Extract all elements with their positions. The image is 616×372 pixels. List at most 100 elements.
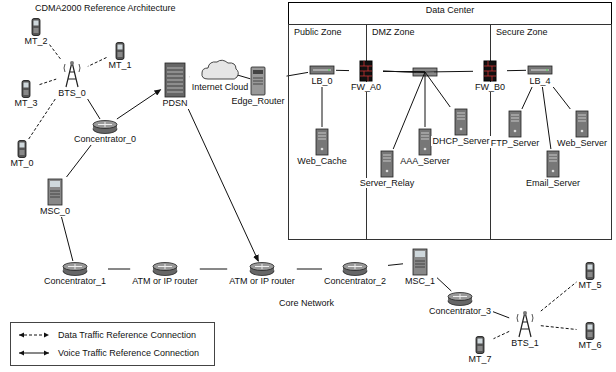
server-icon	[418, 128, 432, 156]
legend-row: Voice Traffic Reference Connection	[17, 344, 214, 362]
region-label-text: Core Network	[278, 298, 335, 308]
device-label: MT_2	[23, 36, 48, 46]
fw-icon	[483, 60, 497, 82]
device-label: Email_Server	[525, 178, 581, 188]
msc-icon	[47, 178, 63, 206]
device-node: Web_Server	[556, 110, 608, 148]
region-heading: Data Center	[425, 5, 476, 15]
phone-icon	[31, 18, 41, 36]
device-label: MT_0	[9, 158, 34, 168]
device-label: MT_1	[107, 60, 132, 70]
line-sample	[17, 349, 51, 357]
device-node: MSC_0	[39, 178, 71, 216]
device-label: DHCP_Server	[431, 136, 490, 146]
connector	[108, 269, 130, 270]
connector	[383, 71, 450, 107]
region-heading: DMZ Zone	[371, 27, 416, 37]
connector	[494, 331, 510, 338]
device-node: Concentrator_0	[73, 120, 137, 144]
device-label: Concentrator_0	[73, 134, 137, 144]
connector	[322, 87, 323, 127]
device-node: LB_0	[309, 64, 335, 86]
device-node: MT_6	[577, 322, 602, 350]
device-node: MT_3	[13, 80, 38, 108]
server-icon	[315, 128, 329, 156]
tower-icon	[515, 310, 535, 338]
device-node: Concentrator_3	[428, 292, 492, 316]
router-icon	[152, 262, 178, 276]
cloud-icon	[200, 58, 240, 82]
connector	[542, 87, 551, 149]
server-icon	[546, 150, 560, 178]
region-heading: Public Zone	[293, 27, 343, 37]
connector	[88, 58, 107, 67]
device-label: LB_0	[310, 76, 333, 86]
server-icon	[454, 108, 468, 136]
device-label: MSC_0	[39, 206, 71, 216]
device-label: LB_4	[528, 76, 551, 86]
phone-icon	[115, 42, 125, 60]
device-node: Internet Cloud	[191, 58, 250, 92]
server-icon	[380, 150, 394, 178]
device-node: FW_B0	[474, 60, 506, 92]
device-label: Internet Cloud	[191, 82, 250, 92]
device-label: MT_3	[13, 98, 38, 108]
device-node: FTP_Server	[490, 110, 541, 148]
device-label: FW_B0	[474, 82, 506, 92]
device-label: BTS_0	[57, 88, 87, 98]
phone-icon	[475, 336, 485, 354]
lb-icon	[527, 64, 553, 76]
legend-text: Data Traffic Reference Connection	[57, 330, 197, 340]
legend-text: Voice Traffic Reference Connection	[57, 348, 200, 358]
legend-row: Data Traffic Reference Connection	[17, 326, 214, 344]
diagram-title: CDMA2000 Reference Architecture	[34, 3, 177, 13]
device-label: ATM or IP router	[228, 276, 296, 286]
router-icon	[249, 262, 275, 276]
fw-icon	[359, 60, 373, 82]
device-label: ATM or IP router	[131, 276, 199, 286]
device-node: MT_1	[107, 42, 132, 70]
device-node: FW_A0	[350, 60, 382, 92]
connector	[117, 90, 161, 119]
device-node: ATM or IP router	[131, 262, 199, 286]
connector	[507, 70, 526, 71]
device-node: MT_5	[577, 262, 602, 290]
legend-box: Data Traffic Reference ConnectionVoice T…	[10, 322, 215, 366]
device-label: MT_6	[577, 340, 602, 350]
device-node: MT_2	[23, 18, 48, 46]
device-node: MT_7	[467, 336, 492, 364]
device-label: MT_7	[467, 354, 492, 364]
router-icon	[447, 292, 473, 306]
connector	[297, 269, 322, 270]
device-label: Edge_Router	[230, 96, 285, 106]
line-sample	[17, 331, 51, 339]
connector	[50, 45, 61, 59]
connector	[553, 87, 570, 109]
device-label: Web_Server	[556, 138, 608, 148]
device-label: Concentrator_2	[323, 276, 387, 286]
connector	[200, 269, 227, 270]
device-label: FW_A0	[350, 82, 382, 92]
device-label: Web_Cache	[296, 156, 347, 166]
connector	[437, 278, 451, 291]
device-node: Email_Server	[525, 150, 581, 188]
connector	[383, 71, 473, 73]
device-node: BTS_0	[57, 60, 87, 98]
device-label: Concentrator_1	[43, 276, 107, 286]
router-icon	[342, 262, 368, 276]
device-label: MSC_1	[404, 276, 436, 286]
device-node: PDSN	[161, 62, 188, 108]
device-node: MSC_1	[404, 248, 436, 286]
router-icon	[62, 262, 88, 276]
device-node: AAA_Server	[399, 128, 451, 166]
connector	[62, 217, 73, 261]
connector	[40, 79, 57, 85]
region-label: Core Network	[278, 298, 335, 308]
device-label: FTP_Server	[490, 138, 541, 148]
device-node: ATM or IP router	[228, 262, 296, 286]
tower-icon	[62, 60, 82, 88]
edge-icon	[250, 66, 266, 96]
device-label: Server_Relay	[359, 178, 416, 188]
connector	[88, 99, 100, 119]
device-node: DHCP_Server	[431, 108, 490, 146]
